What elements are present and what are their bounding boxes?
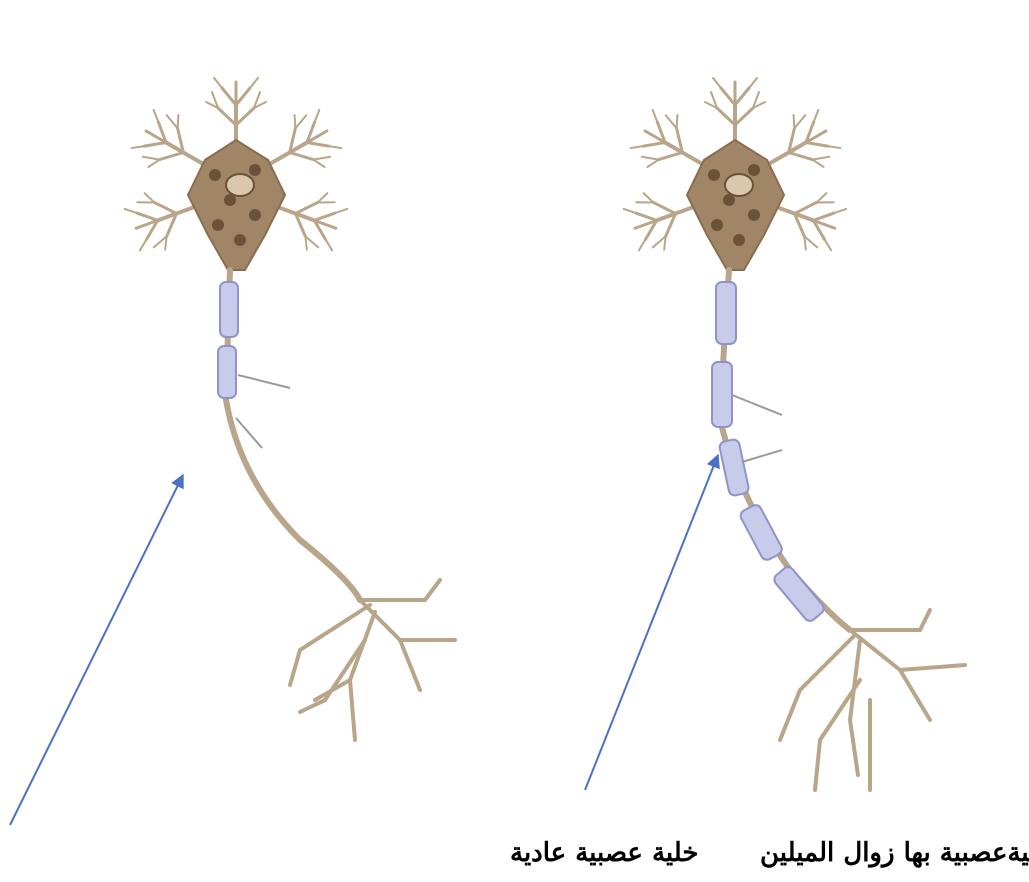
normal-neuron-myelin-sheath xyxy=(220,282,238,337)
arrow-normal xyxy=(10,475,183,825)
normal-neuron-axon-terminals xyxy=(290,580,455,740)
normal-neuron-soma xyxy=(188,140,285,270)
arrow-demyelinated xyxy=(585,455,718,790)
demyelinated-neuron-axon-terminals xyxy=(780,610,965,790)
normal-neuron-axon xyxy=(226,270,360,600)
demyelinated-neuron-nucleus xyxy=(725,174,753,196)
demyelinated-neuron-soma xyxy=(687,140,784,270)
demyelinated-neuron-caption: خليةعصبية بها زوال الميلين xyxy=(760,838,1029,868)
normal-neuron xyxy=(122,78,455,740)
normal-neuron-myelin-sheath xyxy=(218,346,236,398)
normal-neuron-nucleus xyxy=(226,174,254,196)
normal-neuron-caption: خلية عصبية عادية xyxy=(510,838,698,868)
demyelinated-neuron-myelin-sheaths xyxy=(712,282,826,623)
demyelinated-neuron xyxy=(621,78,965,790)
